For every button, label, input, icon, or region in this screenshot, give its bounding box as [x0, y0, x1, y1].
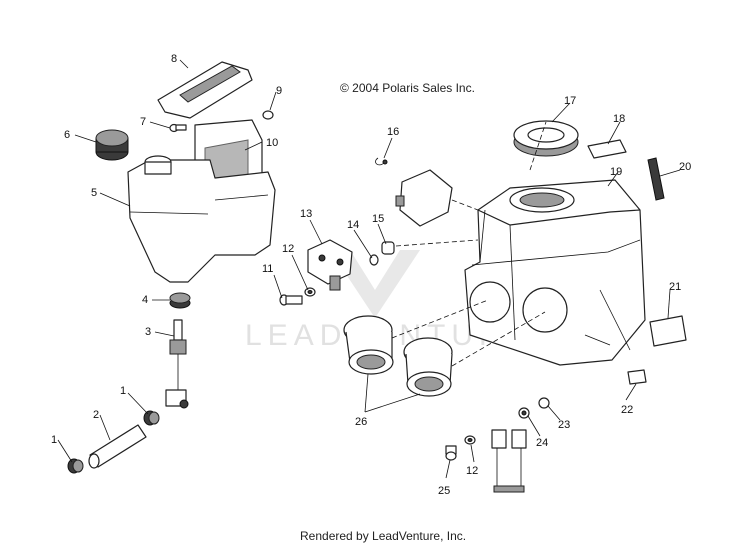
electronic-module-part	[395, 169, 453, 227]
hose-clamp-upper-part	[143, 410, 160, 426]
callout-3: 3	[145, 326, 151, 338]
callout-18: 18	[613, 113, 625, 125]
callout-21: 21	[669, 281, 681, 293]
pump-13-part	[307, 239, 353, 291]
fitting-3-part	[165, 319, 189, 409]
callout-5: 5	[91, 187, 97, 199]
foam-ring-part	[513, 120, 579, 157]
clip-16-part	[375, 157, 388, 166]
callout-13: 13	[300, 208, 312, 220]
callout-8: 8	[171, 53, 177, 65]
callout-2: 2	[93, 409, 99, 421]
callout-20: 20	[679, 161, 691, 173]
tank-cover-part	[157, 61, 253, 119]
callout-16: 16	[387, 126, 399, 138]
callout-9: 9	[276, 85, 282, 97]
bolt-23-part	[538, 397, 550, 409]
oil-tank-part	[127, 155, 276, 283]
callout-15: 15	[372, 213, 384, 225]
nut-9-part	[262, 110, 274, 120]
callout-23: 23	[558, 419, 570, 431]
callout-1-upper: 1	[120, 385, 126, 397]
callout-6: 6	[64, 129, 70, 141]
callout-1-lower: 1	[51, 434, 57, 446]
leader-lines	[57, 59, 681, 479]
washer-12-upper-part	[304, 287, 316, 297]
hose-clamp-lower-part	[67, 458, 84, 474]
label-22-part	[627, 369, 647, 385]
grommet-4-part	[169, 292, 191, 309]
callout-11: 11	[262, 263, 273, 275]
intake-boot-left-part	[343, 315, 394, 375]
airbox-part	[464, 179, 646, 366]
callout-22: 22	[621, 404, 633, 416]
callout-25: 25	[438, 485, 450, 497]
callout-17: 17	[564, 95, 576, 107]
callout-10: 10	[266, 137, 278, 149]
screw-7-part	[169, 123, 187, 133]
spacer-15-part	[381, 241, 395, 255]
label-21-part	[649, 315, 687, 347]
callout-12-upper: 12	[282, 243, 294, 255]
rendered-by-text: Rendered by LeadVenture, Inc.	[300, 529, 466, 543]
bolt-11-part	[279, 294, 303, 306]
label-18-part	[587, 139, 627, 159]
bolt-25-part	[445, 445, 457, 461]
washer-24-part	[518, 407, 530, 419]
callout-24: 24	[536, 437, 548, 449]
copyright-text: © 2004 Polaris Sales Inc.	[340, 81, 475, 95]
washer-12-lower-part	[464, 435, 476, 445]
callout-labels: 8 7 9 6 10 5 4 3 1 2 1 11 12 13 14 15 16…	[51, 53, 691, 497]
callout-26: 26	[355, 416, 367, 428]
callout-4: 4	[142, 294, 148, 306]
callout-19: 19	[610, 166, 622, 178]
callout-12-lower: 12	[466, 465, 478, 477]
filler-cap-part	[95, 129, 129, 161]
intake-boot-right-part	[403, 337, 453, 397]
strap-20-part	[647, 157, 665, 201]
lower-bracket-part	[491, 429, 527, 493]
callout-7: 7	[140, 116, 146, 128]
oil-hose-part	[88, 424, 147, 469]
callout-14: 14	[347, 219, 359, 231]
